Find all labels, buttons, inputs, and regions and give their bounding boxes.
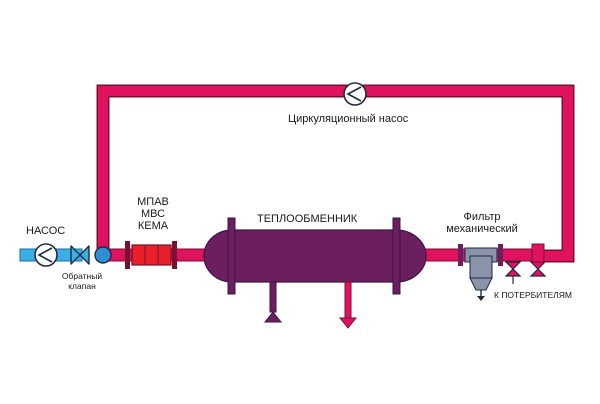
label-circulation-pump: Циркуляционный насос (288, 113, 409, 125)
label-treatment-line1: МПАВ (137, 196, 169, 208)
label-treatment-line3: КЕМА (137, 220, 169, 232)
mechanical-filter-icon (458, 244, 503, 301)
check-valve-icon (70, 245, 90, 265)
heat-exchanger-icon (203, 217, 427, 295)
return-pipe-stub (531, 243, 545, 263)
label-heat-exchanger: ТЕПЛООБМЕННИК (257, 213, 358, 225)
return-valve-icon (529, 261, 547, 277)
label-pump: НАСОС (26, 225, 66, 237)
label-to-consumers: К ПОТЕРБИТЕЛЯМ (494, 290, 572, 300)
label-check-valve-line2: клапан (68, 281, 96, 291)
label-treatment-unit: МПАВ МВС КЕМА (128, 196, 178, 232)
treatment-unit-icon (125, 241, 177, 269)
label-mechanical-filter: Фильтр механический (440, 211, 524, 235)
label-check-valve: Обратный клапан (56, 271, 108, 291)
circulation-pump-icon (343, 82, 367, 106)
label-check-valve-line1: Обратный (61, 271, 103, 281)
label-treatment-line2: МВС (140, 208, 166, 220)
junction-node-icon (94, 246, 112, 264)
consumer-valve-icon (504, 261, 522, 284)
exchanger-outlet-nozzle (338, 281, 358, 329)
pump-icon (34, 243, 58, 267)
label-mech-filter-line2: механический (446, 223, 518, 235)
exchanger-inlet-nozzle (263, 281, 283, 323)
label-mech-filter-line1: Фильтр (463, 211, 501, 223)
